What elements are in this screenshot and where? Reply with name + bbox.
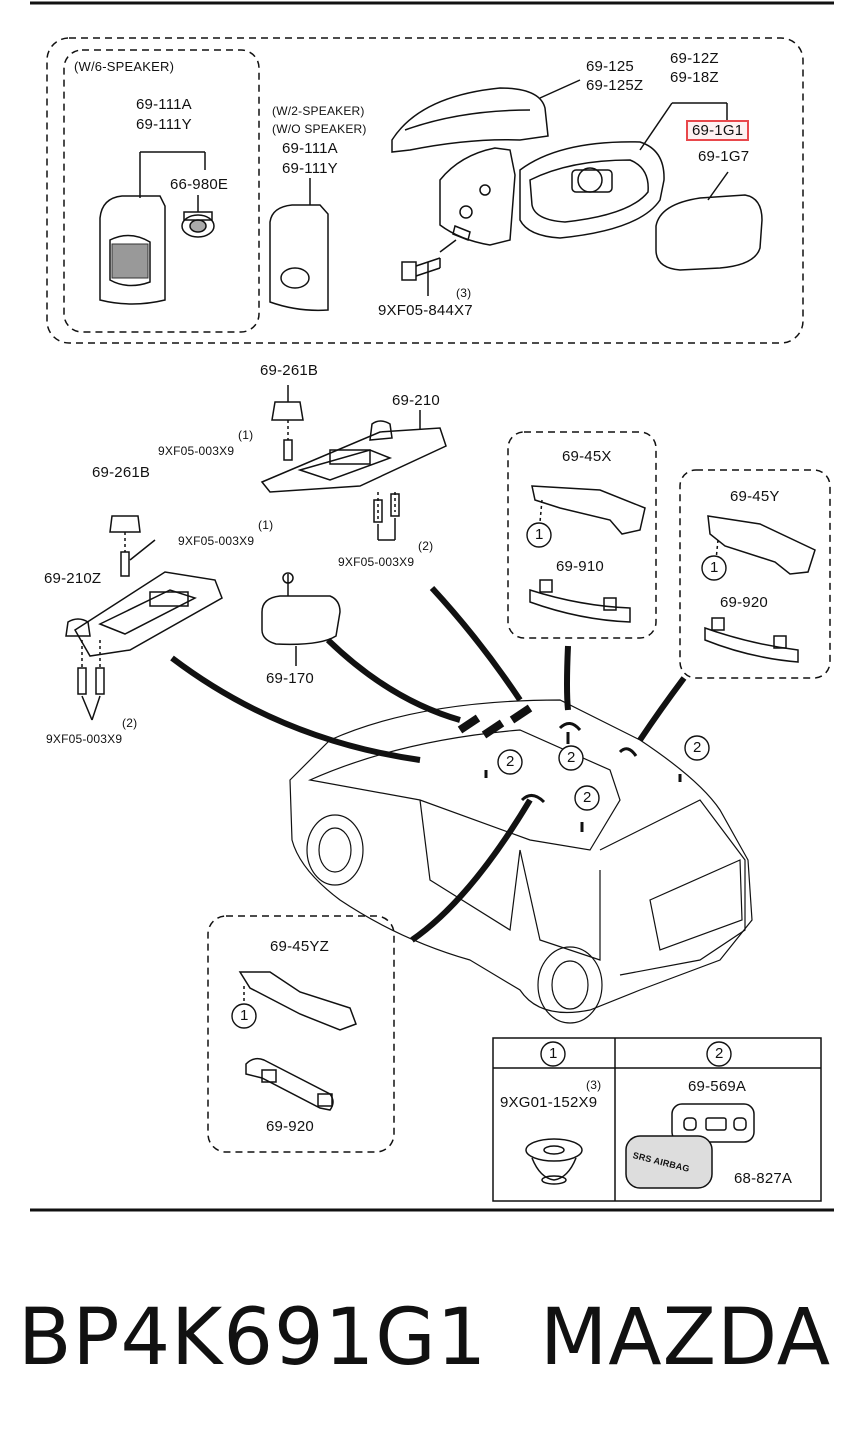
sunvisor-left (65, 571, 223, 657)
label-9xf05-003x9-a: 9XF05-003X9 (158, 444, 235, 458)
table-head-2: 2 (715, 1045, 724, 1062)
label-69-1g1-highlighted: 69-1G1 (686, 120, 750, 141)
mirror-cover (391, 87, 549, 153)
visor-screws-right (373, 492, 400, 541)
airbag-label-plate (625, 1135, 713, 1189)
label-9xf05-003x9-b: 9XF05-003X9 (178, 534, 255, 548)
label-qty-3-a: (3) (456, 286, 472, 300)
label-66-980e: 66-980E (170, 176, 229, 193)
speaker-cover-2sp (269, 204, 329, 312)
grip-handle-920-a (704, 617, 799, 663)
callout-2-c: 2 (583, 789, 592, 806)
callout-1-45y: 1 (710, 559, 719, 576)
label-qty-1-b: (1) (258, 518, 274, 532)
label-69-18z: 69-18Z (670, 69, 719, 86)
visor-screws-left (77, 640, 105, 721)
label-69-170: 69-170 (266, 670, 314, 687)
label-69-125z: 69-125Z (586, 77, 644, 94)
grip-box-45x (507, 431, 657, 639)
grip-handle-910 (529, 579, 631, 623)
speaker-housing-6sp (99, 195, 166, 305)
label-69-569a: 69-569A (688, 1078, 747, 1095)
label-69-111a-b: 69-111A (282, 140, 338, 157)
label-qty-2-b: (2) (122, 716, 138, 730)
fastener-table (492, 1037, 822, 1202)
leader-swooshes (170, 585, 687, 943)
label-qty-3-b: (3) (586, 1078, 602, 1092)
speaker-group-box (63, 49, 260, 333)
mirror-glass (655, 194, 763, 271)
label-69-261b-b: 69-261B (92, 464, 151, 481)
label-68-827a: 68-827A (734, 1170, 793, 1187)
callout-1-45x: 1 (535, 526, 544, 543)
brand-text: MAZDA (540, 1293, 832, 1383)
airbag-badge-frame (671, 1103, 755, 1143)
part-number-text: BP4K691G1 (18, 1293, 488, 1383)
label-69-920-b: 69-920 (266, 1118, 314, 1135)
label-69-920-a: 69-920 (720, 594, 768, 611)
callout-2-a: 2 (506, 753, 515, 770)
label-wo-speaker: (W/O SPEAKER) (272, 122, 367, 136)
speaker-unit (181, 195, 215, 238)
grommet-9xg01 (525, 1138, 583, 1185)
label-69-261b-a: 69-261B (260, 362, 319, 379)
outer-mirror-body (519, 141, 665, 239)
grip-bracket-45x (531, 485, 646, 535)
grip-handle-920-b (245, 1057, 334, 1111)
grip-bracket-45yz (238, 971, 357, 1031)
grip-box-45y (679, 469, 831, 679)
label-qty-1-a: (1) (238, 428, 254, 442)
mirror-bracket (439, 147, 516, 246)
table-head-1: 1 (549, 1045, 558, 1062)
visor-clip-top (271, 385, 304, 461)
rearview-mirror (261, 572, 341, 666)
callout-circles (231, 522, 732, 1067)
label-69-45y: 69-45Y (730, 488, 780, 505)
label-69-45x: 69-45X (562, 448, 612, 465)
grip-box-45yz (207, 915, 395, 1153)
label-qty-2-a: (2) (418, 539, 434, 553)
label-69-210z: 69-210Z (44, 570, 102, 587)
label-9xf05-844x7: 9XF05-844X7 (378, 302, 473, 319)
label-69-111y-b: 69-111Y (282, 160, 338, 177)
label-69-910: 69-910 (556, 558, 604, 575)
callout-1-45yz: 1 (240, 1007, 249, 1024)
label-69-111a-a: 69-111A (136, 96, 192, 113)
label-w6-speaker: (W/6-SPEAKER) (74, 59, 175, 74)
label-69-125: 69-125 (586, 58, 634, 75)
callout-2-b: 2 (567, 749, 576, 766)
label-69-45yz: 69-45YZ (270, 938, 329, 955)
mirror-group-box (46, 37, 804, 344)
grip-bracket-45y (707, 515, 816, 575)
label-69-1g7: 69-1G7 (698, 148, 750, 165)
label-w2-speaker: (W/2-SPEAKER) (272, 104, 365, 118)
label-9xf05-003x9-d: 9XF05-003X9 (46, 732, 123, 746)
label-9xf05-003x9-c: 9XF05-003X9 (338, 555, 415, 569)
visor-clip-left (109, 515, 156, 577)
callout-2-d: 2 (693, 739, 702, 756)
vehicle-outline (289, 699, 753, 1024)
label-69-111y-a: 69-111Y (136, 116, 192, 133)
label-69-210: 69-210 (392, 392, 440, 409)
sunvisor-right (260, 410, 447, 493)
roof-markers (484, 722, 682, 832)
mirror-bolt (401, 239, 457, 296)
label-9xg01-152x9: 9XG01-152X9 (500, 1094, 598, 1111)
label-69-12z: 69-12Z (670, 50, 719, 67)
